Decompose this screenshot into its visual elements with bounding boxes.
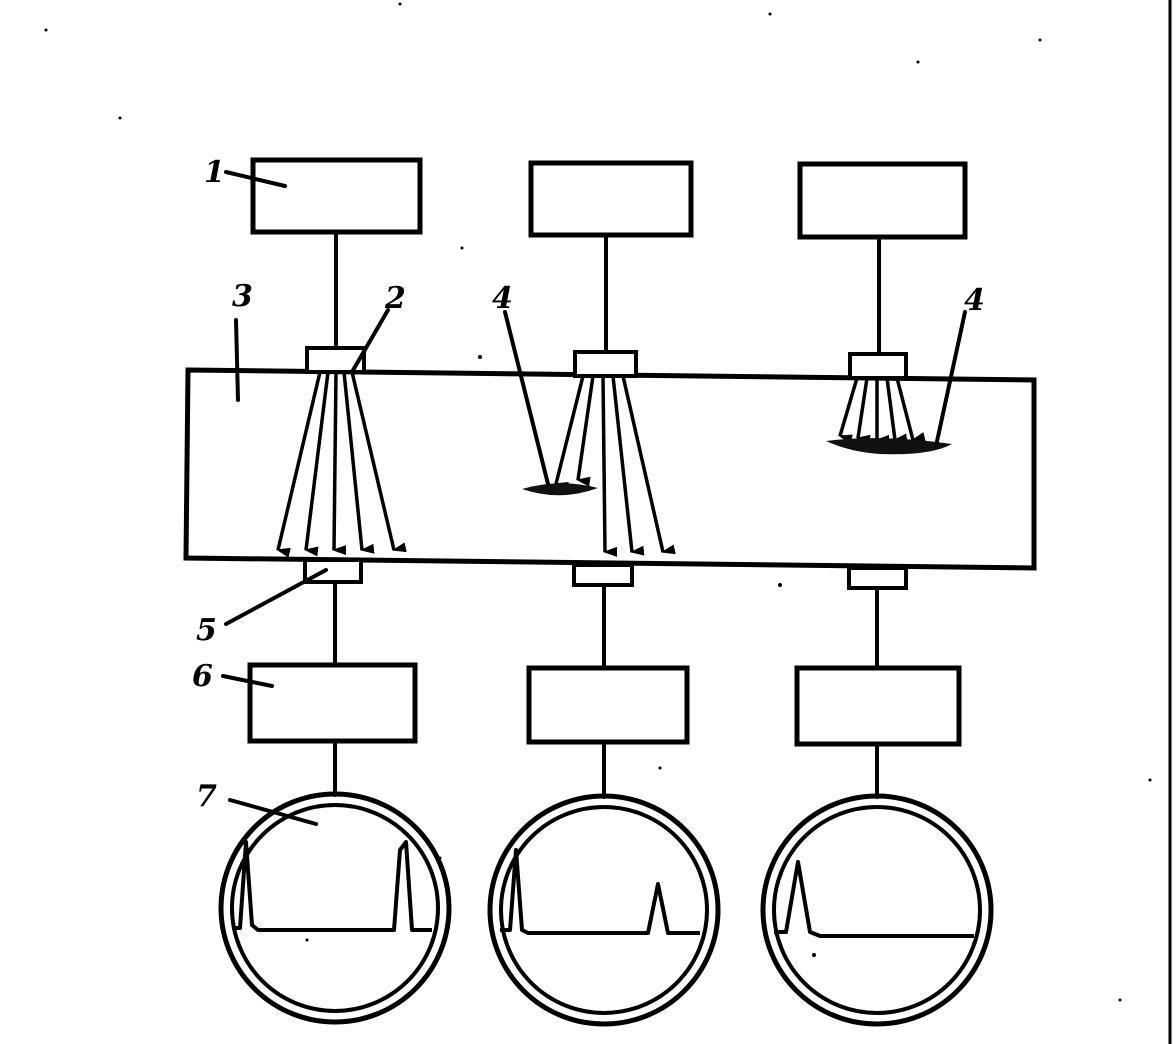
trace-1	[232, 840, 432, 932]
label-defect-b: 4	[964, 283, 985, 318]
label-receiver: 5	[196, 613, 217, 648]
ray	[576, 375, 595, 487]
ray	[885, 377, 908, 444]
label-amplifier: 6	[192, 659, 213, 694]
label-specimen: 3	[232, 279, 253, 314]
trace-2	[500, 848, 700, 935]
leader-4a	[503, 310, 550, 486]
emitter-transducer-3	[848, 352, 908, 380]
scan-specks	[44, 2, 1152, 1002]
ray	[601, 375, 618, 557]
ray	[342, 371, 375, 554]
amplifier-box-2	[526, 665, 690, 745]
leader-1	[224, 170, 287, 188]
indicator-screen-1-outer	[218, 791, 452, 1025]
label-generator: 1	[204, 155, 225, 190]
generator-box-2	[528, 160, 694, 238]
indicator-screen-3-outer	[760, 793, 994, 1027]
receiver-transducer-3	[847, 566, 908, 590]
label-emitter: 2	[384, 281, 406, 316]
leader-4b	[934, 310, 967, 448]
column-1	[218, 157, 452, 1025]
ray	[895, 377, 926, 442]
leader-6	[221, 674, 274, 688]
ray	[332, 371, 347, 556]
ray	[621, 375, 676, 555]
receiver-transducer-2	[572, 563, 634, 587]
indicator-screen-2-outer	[487, 793, 721, 1027]
ray	[856, 377, 871, 445]
generator-box-3	[797, 161, 968, 240]
column-2	[487, 160, 721, 1027]
leader-5	[224, 568, 328, 626]
trace-3	[774, 860, 974, 938]
ray	[350, 371, 407, 553]
leader-2	[350, 308, 390, 374]
generator-box-1	[250, 157, 423, 235]
defect-flaw-2	[522, 483, 598, 496]
defect-flaw-3	[826, 438, 952, 455]
indicator-screen-2-inner	[499, 805, 709, 1015]
amplifier-box-1	[247, 662, 418, 744]
specimen-block	[183, 367, 1037, 571]
leader-3	[234, 318, 240, 402]
ray	[304, 371, 330, 557]
ray	[554, 375, 585, 492]
amplifier-box-3	[794, 665, 962, 747]
label-defect-a: 4	[492, 281, 513, 316]
ray	[276, 371, 322, 558]
indicator-screen-1-inner	[230, 803, 440, 1013]
ray	[838, 377, 859, 445]
emitter-transducer-2	[573, 350, 638, 378]
leader-7	[228, 798, 318, 826]
ray	[611, 375, 645, 556]
indicator-screen-3-inner	[772, 805, 982, 1015]
column-3	[760, 161, 994, 1027]
label-indicator: 7	[196, 779, 217, 814]
